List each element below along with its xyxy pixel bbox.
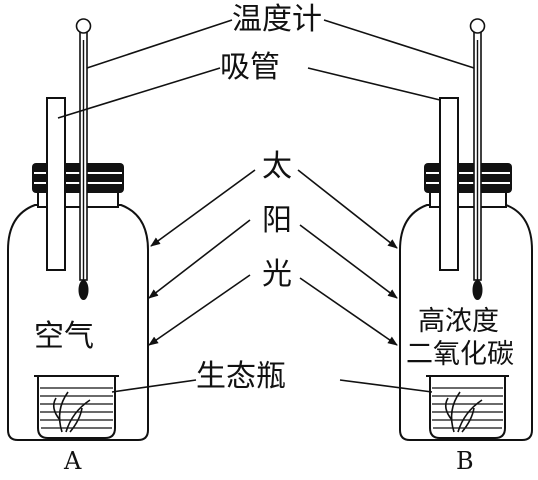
beaker-b: [426, 375, 509, 439]
beaker-a: [34, 375, 119, 439]
thermometer-label: 温度计: [232, 2, 322, 37]
straw-label: 吸管: [220, 50, 280, 85]
straw-b: [439, 97, 459, 271]
bottle-b-label: B: [456, 447, 474, 475]
sunlight-label-char-1: 太: [262, 149, 292, 184]
straw-a: [46, 97, 66, 271]
stopper-b: [424, 163, 512, 193]
bottle-b-content-line2: 二氧化碳: [406, 339, 514, 370]
bottle-a-label: A: [64, 447, 82, 475]
bottle-b-content-line1: 高浓度: [418, 306, 499, 337]
sunlight-label-char-2: 阳: [262, 203, 292, 238]
stopper-a: [32, 163, 124, 193]
thermometer-a: [75, 18, 92, 300]
leader-lines: [57, 19, 475, 393]
thermometer-b: [469, 18, 486, 300]
bottle-a-content-label: 空气: [34, 319, 94, 354]
ecobottle-label: 生态瓶: [196, 359, 286, 394]
sunlight-label-char-3: 光: [262, 257, 292, 292]
sunlight-arrows: [148, 169, 398, 346]
